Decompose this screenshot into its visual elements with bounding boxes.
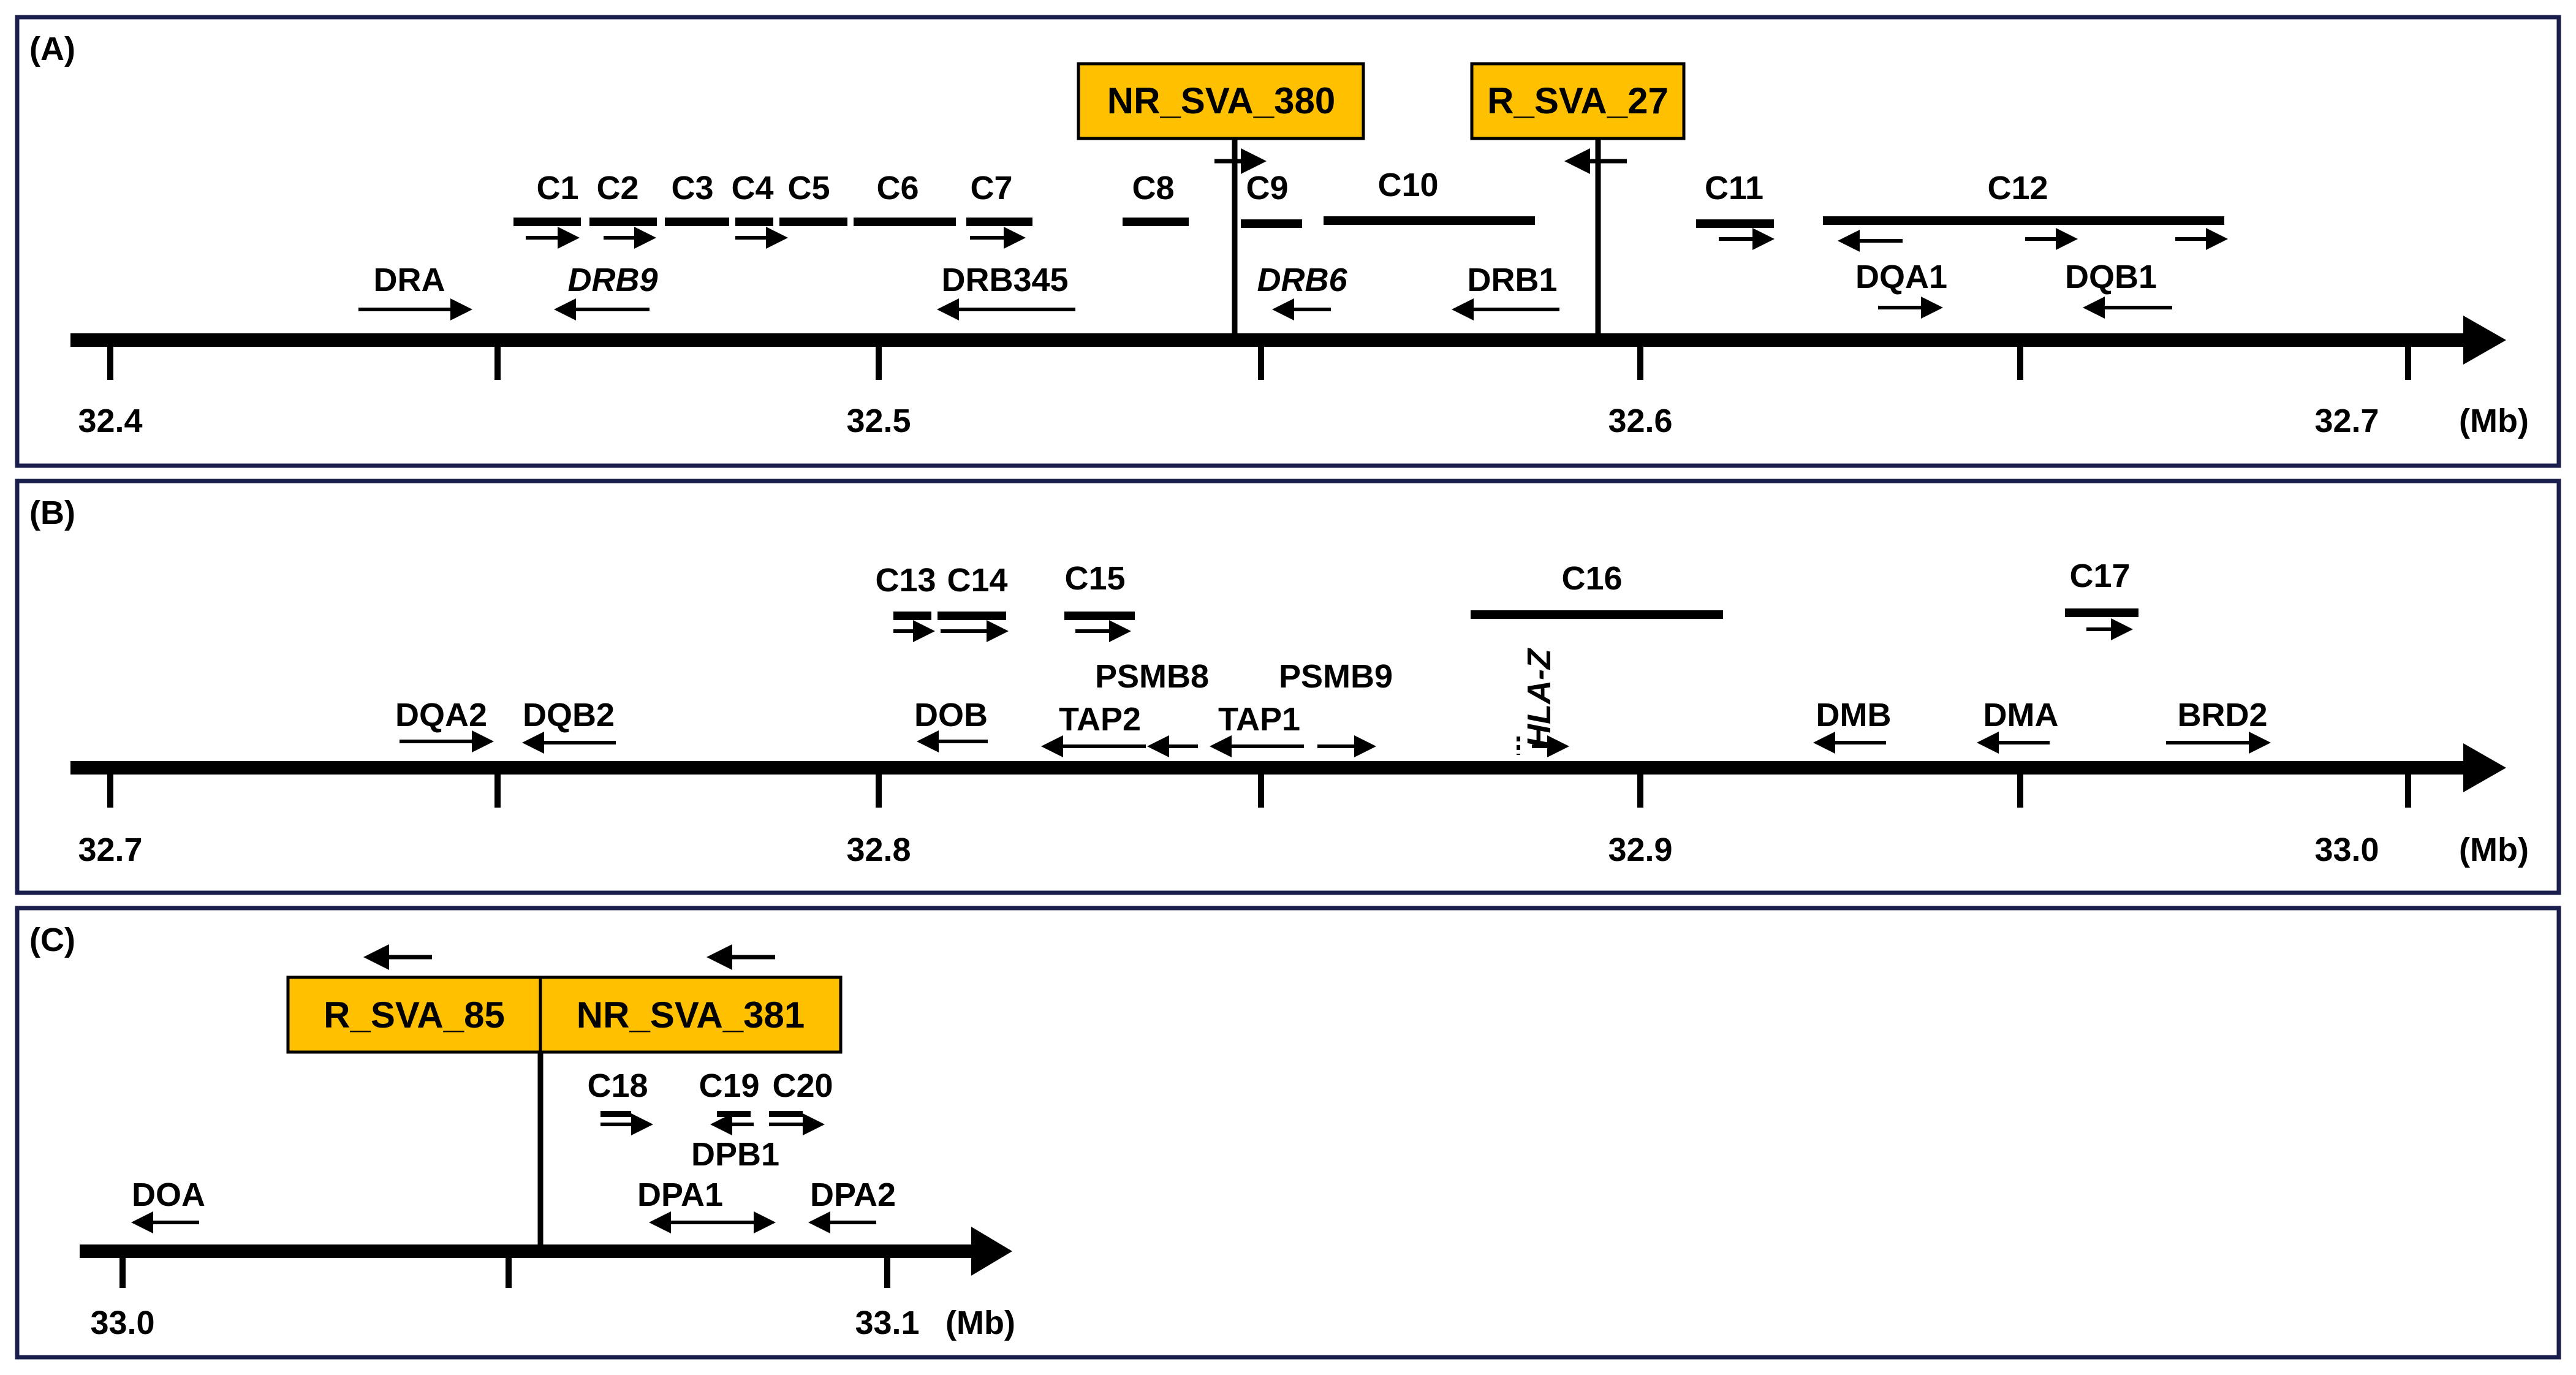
gene-label: DQB2: [523, 697, 615, 733]
panel-b-border: [15, 479, 2561, 895]
cluster-label: C3: [671, 170, 713, 206]
tick-label: 32.7: [2314, 403, 2379, 439]
cluster-label: C12: [1987, 170, 2048, 206]
panel-b-axis-arrowhead: [2463, 743, 2506, 792]
cluster-label: C16: [1561, 560, 1622, 597]
cluster-label: C4: [731, 170, 773, 206]
unit-label: (Mb): [2459, 831, 2529, 868]
cluster-label: C19: [699, 1067, 759, 1104]
tick-label: 33.0: [90, 1305, 154, 1341]
cluster-label: C18: [587, 1067, 648, 1104]
sva-label: R_SVA_27: [1487, 80, 1669, 121]
sva-box: [1470, 62, 1686, 140]
cluster-label: C2: [596, 170, 638, 206]
panel-c-ticks: [119, 1251, 890, 1288]
sva-label: NR_SVA_381: [577, 994, 805, 1036]
panel-a: (A) 32.4 32.5 32.6 32.7 (Mb) NR_SVA_380 …: [15, 15, 2561, 468]
cluster-label: C13: [875, 562, 936, 599]
sva-box: [286, 975, 542, 1054]
gene-label: PSMB8: [1095, 658, 1209, 695]
gene-label: DMB: [1816, 697, 1892, 733]
gene-label: DOA: [132, 1176, 205, 1213]
gene-label: DRB6: [1257, 262, 1347, 298]
gene-label: DQA1: [1855, 259, 1947, 295]
cluster-label: C11: [1705, 170, 1763, 206]
gene-label: BRD2: [2177, 697, 2267, 733]
cluster-label: C7: [970, 170, 1012, 206]
gene-label: DQB1: [2065, 259, 2157, 295]
gene-label: DPB1: [691, 1136, 779, 1173]
gene-label: DRA: [374, 262, 445, 298]
cluster-label: C20: [772, 1067, 833, 1104]
cluster-label: C15: [1064, 560, 1125, 597]
gene-label: DPA2: [810, 1176, 896, 1213]
tick-label: 33.1: [855, 1305, 919, 1341]
cluster-label: C10: [1377, 167, 1438, 203]
panel-a-ticks: [107, 340, 2411, 380]
gene-label: DPA1: [637, 1176, 723, 1213]
panel-b: (B) 32.7 32.8 32.9 33.0 (Mb) C13 C14 C15…: [15, 479, 2561, 895]
unit-label: (Mb): [2459, 403, 2529, 439]
panel-b-label: (B): [29, 494, 75, 531]
panel-a-axis-arrowhead: [2463, 316, 2506, 365]
gene-label: TAP2: [1059, 701, 1141, 738]
sva-label: NR_SVA_380: [1107, 80, 1335, 121]
sva-label: R_SVA_85: [324, 994, 505, 1036]
tick-label: 32.9: [1608, 831, 1672, 868]
cluster-label: C6: [876, 170, 919, 206]
gene-label: DRB9: [567, 262, 657, 298]
tick-label: 32.4: [78, 403, 142, 439]
cluster-label: C5: [787, 170, 830, 206]
tick-label: 32.6: [1608, 403, 1672, 439]
gene-label: HLA-Z: [1521, 648, 1558, 748]
gene-label: DMA: [1983, 697, 2059, 733]
cluster-label: C8: [1132, 170, 1174, 206]
cluster-label: C14: [947, 562, 1007, 599]
panel-b-ticks: [107, 768, 2411, 808]
panel-c: (C) 33.0 33.1 (Mb) R_SVA_85 NR_SVA_381 C…: [15, 906, 2561, 1360]
panel-a-border: [15, 15, 2561, 468]
cluster-label: C17: [2069, 558, 2130, 594]
gene-label: TAP1: [1218, 701, 1300, 738]
tick-label: 33.0: [2314, 831, 2379, 868]
tick-label: 32.8: [846, 831, 911, 868]
cluster-label: C9: [1246, 170, 1288, 206]
sva-box: [1077, 62, 1365, 140]
panel-c-label: (C): [29, 922, 75, 958]
unit-label: (Mb): [945, 1305, 1015, 1341]
tick-label: 32.7: [78, 831, 142, 868]
sva-box: [539, 975, 843, 1054]
gene-label: PSMB9: [1279, 658, 1393, 695]
gene-label: DRB1: [1467, 262, 1557, 298]
gene-label: DOB: [914, 697, 988, 733]
tick-label: 32.5: [846, 403, 911, 439]
panel-c-axis-arrowhead: [971, 1227, 1012, 1276]
cluster-label: C1: [536, 170, 578, 206]
panel-a-label: (A): [29, 31, 75, 67]
panel-c-border: [15, 906, 2561, 1360]
gene-label: DQA2: [395, 697, 487, 733]
gene-label: DRB345: [941, 262, 1068, 298]
